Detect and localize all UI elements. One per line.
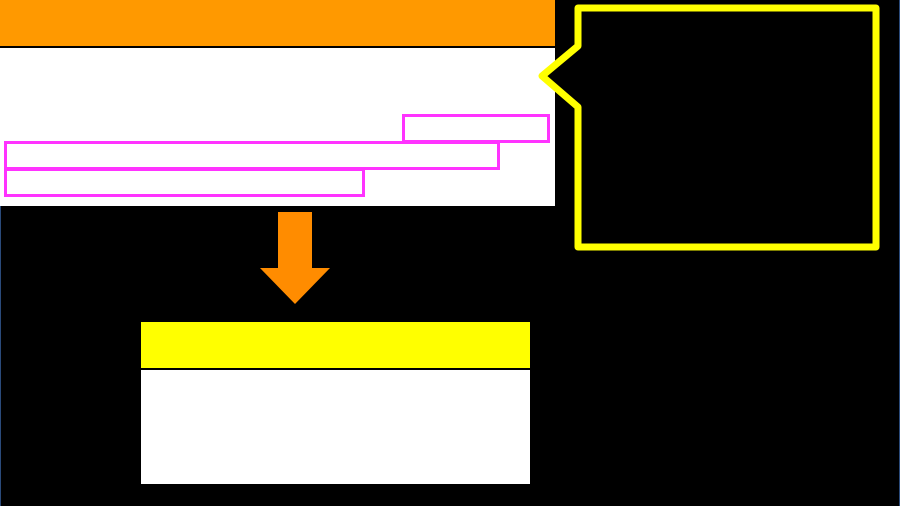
left-edge-line — [0, 206, 1, 506]
speech-bubble-icon — [538, 4, 880, 251]
top-panel-header — [0, 0, 555, 48]
top-panel — [0, 0, 555, 206]
callout-outline — [538, 4, 880, 251]
text-box-2 — [4, 141, 500, 170]
bottom-panel-header — [141, 322, 530, 370]
arrow-down-icon — [260, 212, 330, 304]
text-box-3 — [4, 168, 365, 197]
text-box-1 — [402, 114, 550, 143]
bottom-panel — [141, 322, 530, 484]
